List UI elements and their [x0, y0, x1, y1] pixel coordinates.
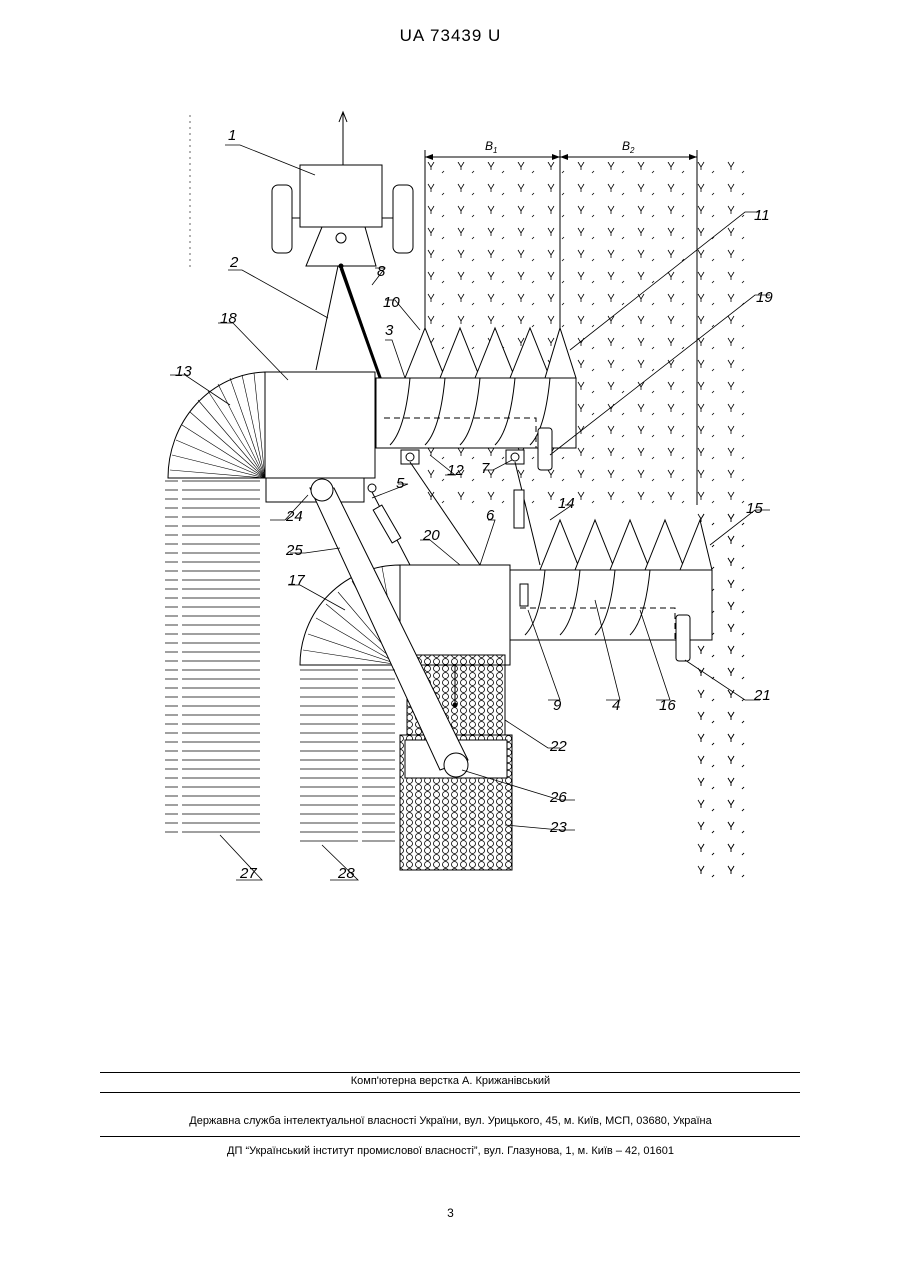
- swath-27: [165, 480, 260, 840]
- svg-text:16: 16: [659, 697, 676, 714]
- svg-text:2: 2: [229, 254, 239, 271]
- svg-text:5: 5: [396, 475, 405, 492]
- svg-text:13: 13: [175, 363, 192, 380]
- svg-text:8: 8: [377, 263, 386, 280]
- page-number: 3: [0, 1206, 901, 1220]
- svg-text:14: 14: [558, 495, 575, 512]
- dimension-b2: B2: [622, 139, 635, 155]
- hopper-20: [400, 565, 510, 665]
- svg-text:17: 17: [288, 572, 305, 589]
- svg-text:20: 20: [422, 527, 440, 544]
- svg-text:18: 18: [220, 310, 237, 327]
- svg-text:4: 4: [612, 697, 620, 714]
- svg-text:24: 24: [285, 508, 303, 525]
- svg-text:6: 6: [486, 507, 495, 524]
- svg-text:15: 15: [746, 500, 763, 517]
- agency-address: Державна служба інтелектуальної власност…: [0, 1115, 901, 1127]
- typesetting-credit: Комп'ютерна верстка А. Крижанівський: [0, 1075, 901, 1087]
- svg-text:7: 7: [481, 460, 490, 477]
- swath-28: [300, 668, 395, 848]
- svg-text:26: 26: [549, 789, 567, 806]
- svg-text:3: 3: [385, 322, 394, 339]
- dimension-b1: B1: [485, 139, 497, 155]
- svg-text:23: 23: [549, 819, 567, 836]
- svg-text:12: 12: [447, 462, 464, 479]
- svg-text:1: 1: [228, 127, 236, 144]
- svg-text:28: 28: [337, 865, 355, 882]
- hopper-18: [265, 372, 375, 478]
- technical-drawing: B1 B2: [0, 0, 901, 1000]
- svg-text:11: 11: [754, 207, 770, 224]
- svg-text:21: 21: [753, 687, 771, 704]
- svg-text:10: 10: [383, 294, 400, 311]
- svg-text:9: 9: [553, 697, 562, 714]
- svg-text:19: 19: [756, 289, 773, 306]
- tractor-wheel-left: [272, 185, 292, 253]
- svg-text:22: 22: [549, 738, 567, 755]
- institute-address: ДП “Український інститут промислової вла…: [0, 1145, 901, 1157]
- svg-text:25: 25: [285, 542, 303, 559]
- tractor-wheel-right: [393, 185, 413, 253]
- svg-text:27: 27: [239, 865, 257, 882]
